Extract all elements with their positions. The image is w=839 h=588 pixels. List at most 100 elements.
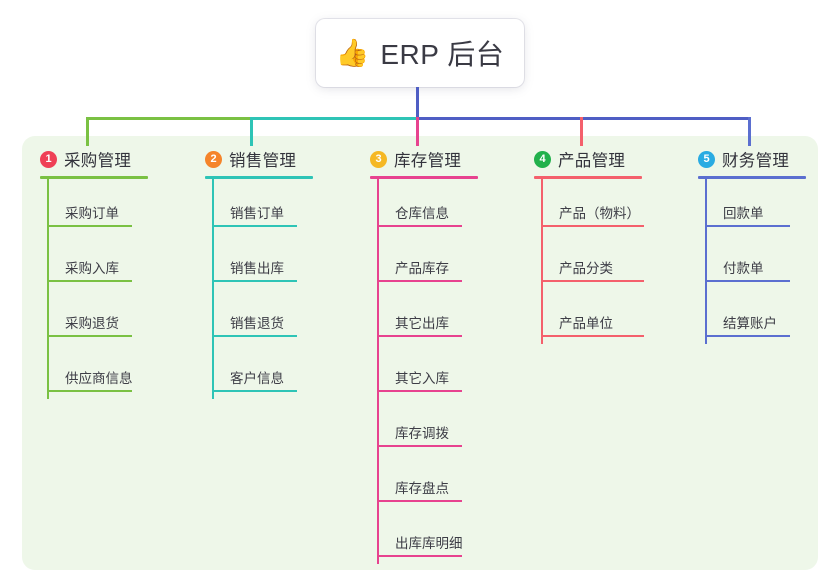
branch-child-label: 出库库明细 — [395, 536, 463, 551]
branch-child-label: 销售订单 — [230, 206, 284, 221]
branch-child-underline — [212, 225, 297, 227]
branch-child-underline — [212, 335, 297, 337]
branch-child-item[interactable]: 产品库存 — [370, 234, 478, 289]
branch-header-2[interactable]: 2 销售管理 — [205, 147, 313, 171]
root-node-erp-backend[interactable]: 👍 ERP 后台 — [316, 19, 524, 87]
branch-number-badge: 1 — [40, 150, 57, 168]
branch-child-underline — [705, 280, 790, 282]
branch-child-label: 产品分类 — [559, 261, 613, 276]
branch-child-item[interactable]: 结算账户 — [698, 289, 806, 344]
branch-spine — [377, 179, 379, 564]
branch-child-item[interactable]: 回款单 — [698, 179, 806, 234]
branch-child-item[interactable]: 采购入库 — [40, 234, 148, 289]
branch-child-underline — [377, 280, 462, 282]
branch-child-label: 供应商信息 — [65, 371, 133, 386]
branch-child-underline — [541, 335, 644, 337]
branch-child-underline — [377, 225, 462, 227]
branch-child-label: 采购订单 — [65, 206, 119, 221]
branch-child-underline — [377, 445, 462, 447]
branch-child-label: 其它入库 — [395, 371, 449, 386]
branch-column-2: 2 销售管理销售订单销售出库销售退货客户信息 — [205, 147, 313, 399]
branch-child-item[interactable]: 销售退货 — [205, 289, 313, 344]
branch-number-badge: 4 — [534, 150, 551, 168]
branch-header-underline — [370, 176, 478, 179]
branch-number-badge: 2 — [205, 150, 222, 168]
branch-child-item[interactable]: 其它出库 — [370, 289, 478, 344]
branch-spine — [212, 179, 214, 399]
branch-child-item[interactable]: 产品（物料） — [534, 179, 644, 234]
branch-number-badge: 3 — [370, 150, 387, 168]
branch-child-item[interactable]: 库存盘点 — [370, 454, 478, 509]
connector-trunk — [416, 87, 419, 119]
branch-child-item[interactable]: 出库库明细 — [370, 509, 478, 564]
branch-child-label: 结算账户 — [723, 316, 777, 331]
root-node-title: ERP 后台 — [380, 39, 505, 70]
branch-children-list: 采购订单采购入库采购退货供应商信息 — [40, 179, 148, 399]
branch-child-underline — [541, 225, 644, 227]
branch-header-underline — [534, 176, 642, 179]
branch-child-label: 仓库信息 — [395, 206, 449, 221]
branch-child-item[interactable]: 采购退货 — [40, 289, 148, 344]
branch-child-item[interactable]: 其它入库 — [370, 344, 478, 399]
branch-child-underline — [47, 280, 132, 282]
branch-child-item[interactable]: 销售订单 — [205, 179, 313, 234]
branch-child-label: 付款单 — [723, 261, 764, 276]
branch-spine — [541, 179, 543, 344]
branch-child-label: 产品单位 — [559, 316, 613, 331]
branch-header-underline — [40, 176, 148, 179]
branch-title: 库存管理 — [394, 152, 462, 170]
branch-child-label: 采购入库 — [65, 261, 119, 276]
branch-child-underline — [212, 280, 297, 282]
branch-spine — [47, 179, 49, 399]
branch-child-item[interactable]: 库存调拨 — [370, 399, 478, 454]
branch-title: 销售管理 — [229, 152, 297, 170]
branch-header-1[interactable]: 1 采购管理 — [40, 147, 148, 171]
branch-title: 采购管理 — [64, 152, 132, 170]
branch-child-label: 其它出库 — [395, 316, 449, 331]
thumbs-up-icon: 👍 — [335, 37, 370, 68]
connector-drop — [748, 117, 751, 146]
branch-child-label: 客户信息 — [230, 371, 284, 386]
branch-child-item[interactable]: 客户信息 — [205, 344, 313, 399]
connector-bar-segment — [416, 117, 750, 120]
branch-child-underline — [377, 335, 462, 337]
branch-header-3[interactable]: 3 库存管理 — [370, 147, 478, 171]
branch-number-badge: 5 — [698, 150, 715, 168]
branch-child-label: 库存调拨 — [395, 426, 449, 441]
branch-child-underline — [47, 390, 132, 392]
branch-child-item[interactable]: 供应商信息 — [40, 344, 148, 399]
connector-drop — [416, 117, 419, 146]
branch-header-underline — [205, 176, 313, 179]
connector-drop — [580, 117, 583, 146]
branch-child-label: 产品（物料） — [559, 206, 640, 221]
branch-child-underline — [705, 225, 790, 227]
branch-child-label: 回款单 — [723, 206, 764, 221]
branch-child-item[interactable]: 仓库信息 — [370, 179, 478, 234]
connector-bar-segment — [250, 117, 417, 120]
connector-drop — [250, 117, 253, 146]
branch-column-3: 3 库存管理仓库信息产品库存其它出库其它入库库存调拨库存盘点出库库明细 — [370, 147, 478, 564]
branch-spine — [705, 179, 707, 344]
branch-child-underline — [377, 390, 462, 392]
connector-drop — [86, 117, 89, 146]
branch-child-underline — [377, 500, 462, 502]
branch-column-1: 1 采购管理采购订单采购入库采购退货供应商信息 — [40, 147, 148, 399]
branch-child-label: 销售退货 — [230, 316, 284, 331]
branch-children-list: 回款单付款单结算账户 — [698, 179, 806, 344]
branch-child-item[interactable]: 付款单 — [698, 234, 806, 289]
root-node-content: 👍 ERP 后台 — [336, 33, 504, 73]
branch-header-underline — [698, 176, 806, 179]
branch-child-underline — [47, 335, 132, 337]
branch-child-label: 采购退货 — [65, 316, 119, 331]
branch-child-item[interactable]: 产品单位 — [534, 289, 644, 344]
branch-child-underline — [47, 225, 132, 227]
branch-child-item[interactable]: 销售出库 — [205, 234, 313, 289]
branch-child-item[interactable]: 产品分类 — [534, 234, 644, 289]
branch-child-underline — [541, 280, 644, 282]
branch-children-list: 产品（物料） 产品分类产品单位 — [534, 179, 644, 344]
branch-child-item[interactable]: 采购订单 — [40, 179, 148, 234]
